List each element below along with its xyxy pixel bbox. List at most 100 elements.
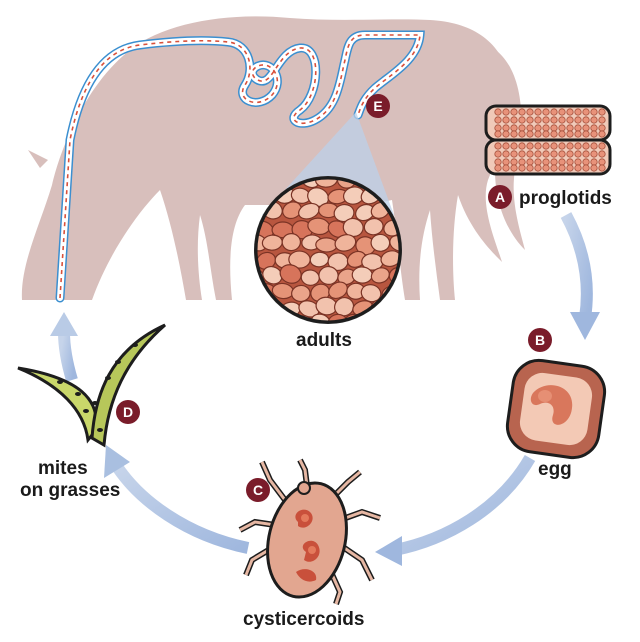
proglotid-egg-dot (566, 142, 574, 150)
proglotid-egg-dot (598, 130, 606, 138)
adult-worm-cell (346, 250, 367, 268)
proglotid-egg-dot (598, 124, 606, 132)
proglotid-egg-dot (534, 130, 542, 138)
proglotid-egg-dot (510, 108, 518, 116)
proglotid-egg-dot (590, 142, 598, 150)
proglotid-egg-dot (558, 158, 566, 166)
proglotid-egg-dot (494, 158, 502, 166)
proglotid-egg-dot (494, 164, 502, 172)
proglotid-egg-dot (582, 150, 590, 158)
proglotid-egg-dot (502, 124, 510, 132)
proglotid-egg-dot (510, 130, 518, 138)
label-adults: adults (296, 330, 352, 351)
proglotid-egg-dot (590, 158, 598, 166)
proglotid-egg-dot (518, 142, 526, 150)
proglotids-illustration (484, 104, 612, 176)
proglotid-egg-dot (598, 158, 606, 166)
proglotid-egg-dot (582, 124, 590, 132)
adult-worm-cell (281, 233, 302, 252)
proglotid-egg-dot (502, 130, 510, 138)
adult-worm-cell (291, 284, 311, 303)
adult-worm-cell (310, 313, 331, 322)
label-egg: egg (538, 459, 572, 480)
proglotid-egg-dot (590, 108, 598, 116)
badge-c-letter: C (253, 482, 263, 498)
badge-b-letter: B (535, 332, 545, 348)
proglotid-egg-dot (542, 124, 550, 132)
adult-worm-cell (315, 237, 338, 253)
proglotid-egg-dot (566, 150, 574, 158)
arrow-a-to-b (560, 212, 593, 319)
adult-worm-cell (262, 265, 283, 285)
proglotid-egg-dot (582, 130, 590, 138)
proglotid-egg-dot (510, 142, 518, 150)
proglotid-egg-dot (502, 158, 510, 166)
egg-illustration (505, 358, 607, 460)
proglotid-egg-dot (598, 142, 606, 150)
label-mites: mites (38, 458, 88, 479)
mite-illustration (238, 458, 381, 605)
proglotid-egg-dot (590, 164, 598, 172)
label-proglotids: proglotids (519, 188, 612, 209)
badge-d-letter: D (123, 404, 133, 420)
proglotid-egg-dot (566, 164, 574, 172)
proglotid-egg-dot (494, 142, 502, 150)
proglotid-egg-dot (510, 124, 518, 132)
cycle-arrows (50, 212, 600, 566)
proglotid-egg-dot (502, 108, 510, 116)
proglotid-egg-dot (574, 130, 582, 138)
proglotid-egg-dot (526, 130, 534, 138)
proglotid-egg-dot (574, 158, 582, 166)
proglotid-egg-dot (518, 150, 526, 158)
badge-a-letter: A (495, 189, 505, 205)
proglotid-egg-dot (510, 158, 518, 166)
proglotid-egg-dot (510, 116, 518, 124)
proglotid-egg-dot (534, 124, 542, 132)
proglotid-egg-dot (574, 124, 582, 132)
proglotid-egg-dot (550, 130, 558, 138)
proglotid-egg-dot (542, 158, 550, 166)
proglotid-egg-dot (574, 164, 582, 172)
proglotid-egg-dot (502, 116, 510, 124)
adult-worm-cell (279, 264, 302, 284)
proglotid-egg-dot (502, 150, 510, 158)
proglotid-egg-dot (558, 130, 566, 138)
proglotid-egg-dot (574, 142, 582, 150)
proglotid-egg-dot (574, 108, 582, 116)
proglotid-egg-dot (534, 108, 542, 116)
proglotid-egg-dot (558, 150, 566, 158)
proglotid-egg-dot (542, 150, 550, 158)
label-on-grasses: on grasses (20, 480, 120, 501)
proglotid-egg-dot (510, 150, 518, 158)
adult-worm-cell (274, 317, 295, 322)
arrow-b-to-c-head (375, 536, 402, 566)
arrow-d-to-horse (58, 331, 78, 382)
proglotid-egg-dot (550, 108, 558, 116)
proglotid-egg-dot (558, 108, 566, 116)
adult-worm-cell (282, 201, 302, 220)
proglotid-egg-dot (526, 158, 534, 166)
proglotid-egg-dot (598, 164, 606, 172)
proglotid-egg-dot (598, 150, 606, 158)
label-cysticercoids: cysticercoids (243, 609, 364, 630)
proglotid-egg-dot (542, 116, 550, 124)
adult-worm-cell (363, 217, 384, 236)
proglotid-egg-dot (526, 116, 534, 124)
proglotid-egg-dot (542, 108, 550, 116)
proglotid-egg-dot (582, 164, 590, 172)
proglotid-egg-dot (534, 164, 542, 172)
proglotid-egg-dot (590, 124, 598, 132)
adult-worm-cell (398, 314, 400, 322)
badge-b: B (528, 328, 552, 352)
proglotid-egg-dot (566, 108, 574, 116)
proglotid-egg-dot (534, 142, 542, 150)
arrow-a-to-b-head (570, 312, 600, 340)
proglotid-egg-dot (518, 116, 526, 124)
proglotid-egg-dot (582, 158, 590, 166)
proglotid-egg-dot (566, 116, 574, 124)
proglotid-egg-dot (542, 130, 550, 138)
proglotid-egg-dot (494, 150, 502, 158)
proglotid-egg-dot (550, 124, 558, 132)
